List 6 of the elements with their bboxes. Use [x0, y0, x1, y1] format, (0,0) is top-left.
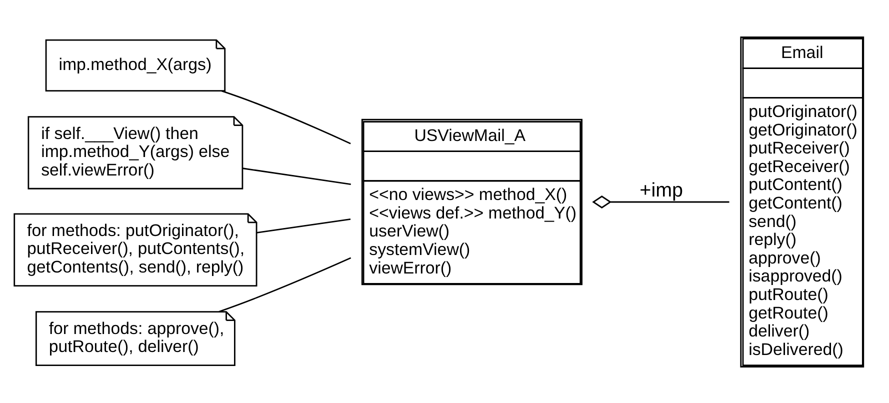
- connector: [242, 167, 351, 185]
- connector: [221, 90, 351, 144]
- connector: [256, 218, 351, 233]
- connector: [592, 195, 730, 208]
- connector: [218, 256, 352, 312]
- edge-label: +imp: [640, 179, 683, 202]
